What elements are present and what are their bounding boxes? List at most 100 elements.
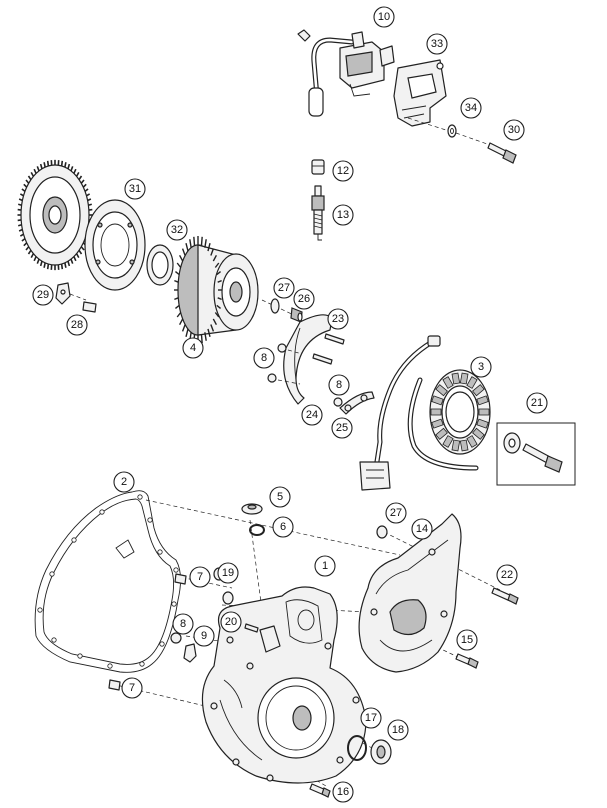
gasket-hole: [171, 601, 177, 607]
svg-text:29: 29: [37, 289, 49, 301]
svg-text:28: 28: [71, 319, 83, 331]
svg-text:26: 26: [298, 293, 310, 305]
rotor-tooth: [204, 239, 207, 248]
callout-8-lower: 8: [172, 613, 194, 635]
rotor-tooth: [212, 318, 218, 326]
gear-tooth: [46, 160, 50, 167]
callout-26: 26: [293, 288, 315, 310]
gasket-hole: [173, 567, 179, 573]
small-bracket: [55, 282, 71, 305]
oring-17: [347, 735, 367, 761]
gear-tooth: [64, 162, 67, 168]
ignition-coil: [297, 29, 395, 117]
stator-coil: [459, 439, 469, 452]
callout-31: 31: [124, 178, 146, 200]
gear-tooth: [27, 249, 32, 255]
svg-text:27: 27: [278, 282, 290, 294]
svg-text:8: 8: [261, 352, 267, 364]
gear-tooth: [17, 223, 22, 227]
rotor-tooth: [216, 304, 221, 310]
stator-cable: [359, 335, 479, 491]
svg-text:10: 10: [378, 11, 390, 23]
ignition-cover: [201, 586, 367, 784]
freewheel-ring: [146, 244, 174, 286]
svg-text:14: 14: [416, 523, 428, 535]
callout-4: 4: [182, 337, 204, 359]
gear-tooth: [30, 171, 35, 177]
kit-washer: [503, 432, 521, 454]
gear-tooth: [17, 219, 22, 222]
stator-coil: [451, 439, 461, 452]
gasket-hole: [71, 537, 77, 543]
gasket-hole: [157, 549, 163, 555]
small-screw: [82, 301, 97, 313]
callout-34: 34: [460, 97, 482, 119]
gear-tooth: [25, 246, 30, 251]
rotor-tooth: [212, 254, 218, 262]
stator-coil: [466, 376, 478, 389]
callout-6: 6: [272, 516, 294, 538]
gear-tooth: [17, 208, 22, 211]
gear-tooth: [87, 198, 92, 202]
rotor-tooth: [178, 254, 184, 262]
gear-tooth: [23, 183, 28, 188]
callout-28: 28: [66, 314, 88, 336]
rotor-tooth: [200, 236, 203, 246]
gear-tooth: [39, 260, 43, 267]
rotor-nut: [290, 307, 303, 323]
callout-19: 19: [217, 562, 239, 584]
gear-tooth: [33, 256, 37, 262]
svg-text:16: 16: [337, 786, 349, 798]
gear-tooth: [84, 188, 89, 193]
callout-25: 25: [331, 417, 353, 439]
svg-text:15: 15: [461, 634, 473, 646]
svg-text:30: 30: [508, 124, 520, 136]
gasket-hole: [49, 571, 55, 577]
screw-22: [491, 587, 519, 605]
rotor: [174, 236, 259, 344]
stator: [429, 369, 491, 455]
rotor-tooth: [176, 262, 182, 268]
gear-tooth: [70, 258, 74, 264]
pickup-screws: [267, 343, 303, 385]
callout-27-upper: 27: [273, 277, 295, 299]
cover-bush-27: [376, 525, 388, 539]
callout-1: 1: [314, 555, 336, 577]
sprocket-cover: [358, 513, 462, 673]
svg-text:23: 23: [332, 313, 344, 325]
callout-32: 32: [166, 219, 188, 241]
svg-text:3: 3: [478, 361, 484, 373]
svg-text:7: 7: [197, 571, 203, 583]
gear-tooth: [88, 203, 93, 207]
callout-13: 13: [332, 204, 354, 226]
gasket-hole: [37, 607, 43, 613]
cover-plug: [241, 503, 263, 515]
gear-tooth: [33, 168, 37, 174]
rotor-tooth: [176, 312, 182, 318]
stator-coil: [435, 384, 448, 397]
kit-box: [496, 422, 576, 486]
gear-tooth: [23, 242, 28, 247]
stator-coil: [435, 427, 448, 440]
gear-tooth: [80, 246, 85, 251]
rotor-tooth: [174, 279, 179, 283]
gear-tooth: [17, 203, 22, 207]
gear-tooth: [25, 179, 30, 184]
gear-tooth: [43, 162, 46, 168]
gear-tooth: [46, 263, 50, 270]
gear-tooth: [88, 208, 93, 211]
svg-text:31: 31: [129, 183, 141, 195]
gear-tooth: [82, 183, 87, 188]
stator-coil: [472, 427, 485, 440]
stator-coil: [451, 372, 461, 385]
rotor-tooth: [185, 328, 189, 337]
svg-text:25: 25: [336, 422, 348, 434]
freewheel: [84, 199, 146, 291]
kit-bolt: [522, 443, 563, 473]
gear-tooth: [39, 163, 43, 170]
gear-tooth: [27, 175, 32, 181]
gear-tooth: [43, 262, 46, 268]
long-bolts: [312, 333, 345, 365]
callout-27-lower: 27: [385, 502, 407, 524]
gear-tooth: [67, 260, 71, 267]
